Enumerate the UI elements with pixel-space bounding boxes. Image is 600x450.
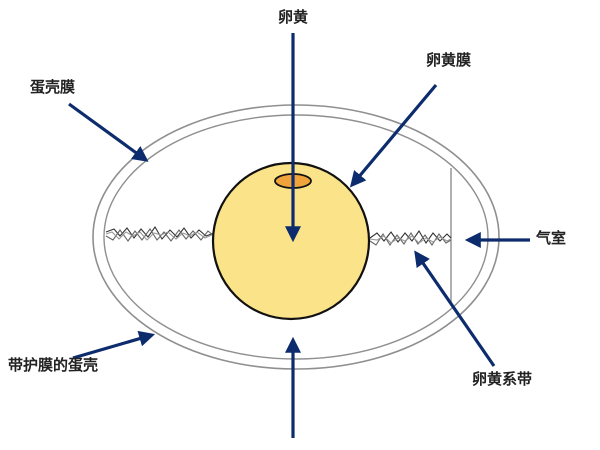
shell-arrow <box>72 330 156 360</box>
chalaza-left <box>105 225 215 242</box>
chalaza-arrow <box>414 250 496 367</box>
label-shell-with-membrane: 带护膜的蛋壳 <box>8 356 99 374</box>
label-chalaza: 卵黄系带 <box>472 370 533 388</box>
label-yolk: 卵黄 <box>278 8 309 26</box>
label-vitelline-membrane: 卵黄膜 <box>426 51 472 69</box>
egg-shell <box>92 104 500 370</box>
shell-membrane-arrow <box>68 102 149 162</box>
shell-membrane <box>103 114 489 360</box>
chalaza-right <box>369 229 452 246</box>
label-shell-membrane: 蛋壳膜 <box>30 78 76 96</box>
label-air-cell: 气室 <box>536 229 567 247</box>
vitelline-membrane-arrow <box>349 83 438 188</box>
